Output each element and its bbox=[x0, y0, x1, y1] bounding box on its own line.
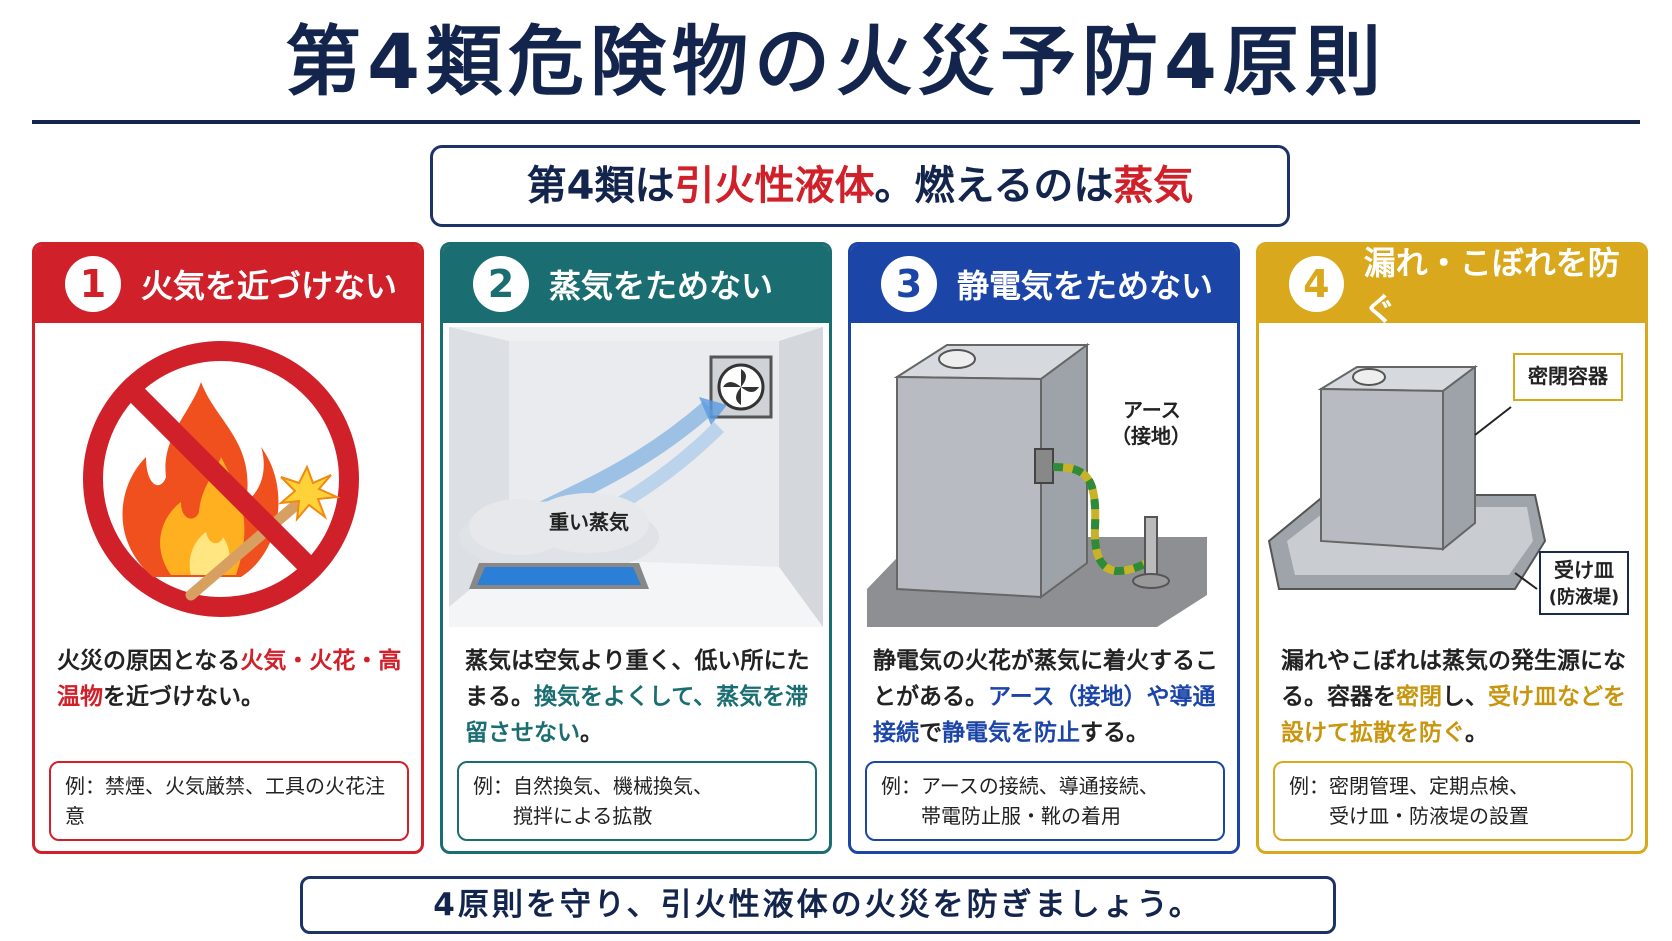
page-title: 第4類危険物の火災予防4原則 bbox=[285, 17, 1387, 106]
card-text-3-part-2: アース（接地）や導通接続 bbox=[873, 684, 1216, 746]
card-header-2: 2 蒸気をためない bbox=[443, 245, 829, 323]
subtitle-mid: 。燃えるのは bbox=[874, 163, 1114, 209]
card-text-3: 静電気の火花が蒸気に着火することがある。アース（接地）や導通接続で静電気を防止す… bbox=[873, 643, 1233, 751]
subtitle-pre: 第4類は bbox=[526, 163, 675, 209]
card-text-4-part-3: し、 bbox=[1442, 684, 1488, 710]
card-example-4: 例：密閉管理、定期点検、 受け皿・防液堤の設置 bbox=[1273, 761, 1633, 841]
card-text-4-part-1: 漏れやこぼれは蒸気の発生源になる。容器を bbox=[1281, 648, 1626, 710]
heavy-vapor-label: 重い蒸気 bbox=[549, 510, 629, 534]
grounded-can-icon: アース （接地） bbox=[867, 343, 1207, 627]
no-fire-sign-icon bbox=[83, 341, 359, 617]
tray-callout: 受け皿 (防液堤) bbox=[1539, 551, 1629, 615]
card-example-1: 例：禁煙、火気厳禁、工具の火花注意 bbox=[49, 761, 409, 841]
card-text-2: 蒸気は空気より重く、低い所にたまる。換気をよくして、蒸気を滞留させない。 bbox=[465, 643, 825, 751]
card-heading-2: 蒸気をためない bbox=[549, 267, 774, 305]
card-text-1: 火災の原因となる火気・火花・高温物を近づけない。 bbox=[57, 643, 417, 715]
card-text-4-part-4: 受け皿などを設けて拡散を防ぐ bbox=[1281, 684, 1626, 746]
footer-banner: 4原則を守り、引火性液体の火災を防ぎましょう。 bbox=[300, 876, 1336, 934]
card-text-3-part-1: 静電気の火花が蒸気に着火することがある。 bbox=[873, 648, 1218, 710]
card-text-2-part-2: 換気をよくして、蒸気を滞留させない bbox=[465, 684, 809, 746]
card-text-3-part-5: する。 bbox=[1080, 720, 1149, 746]
principle-card-4: 4 漏れ・こぼれを防ぐ 密閉容器 受け皿 (防液堤) 漏れやこぼれは蒸気の発生源… bbox=[1256, 242, 1648, 854]
card-text-4: 漏れやこぼれは蒸気の発生源になる。容器を密閉し、受け皿などを設けて拡散を防ぐ。 bbox=[1281, 643, 1641, 751]
card-number-2: 2 bbox=[473, 256, 529, 312]
subtitle-box: 第4類は引火性液体。燃えるのは蒸気 bbox=[430, 145, 1290, 227]
principle-card-2: 2 蒸気をためない 重い蒸気 蒸気は空気より重く、低い所にたまる。換気をよくして… bbox=[440, 242, 832, 854]
card-heading-3: 静電気をためない bbox=[957, 267, 1214, 305]
card-example-3: 例：アースの接続、導通接続、 帯電防止服・靴の着用 bbox=[865, 761, 1225, 841]
card-number-4: 4 bbox=[1289, 256, 1344, 312]
card-text-1-part-1: 火災の原因となる bbox=[57, 648, 241, 674]
card-number-3: 3 bbox=[881, 256, 937, 312]
card-text-2-part-3: 。 bbox=[580, 720, 603, 746]
card-example-2: 例：自然換気、機械換気、 撹拌による拡散 bbox=[457, 761, 817, 841]
card-text-1-part-3: を近づけない。 bbox=[103, 684, 264, 710]
card-text-3-part-3: で bbox=[919, 720, 942, 746]
tray-callout-line-2: (防液堤) bbox=[1548, 587, 1620, 608]
tray-callout-line-1: 受け皿 bbox=[1554, 558, 1614, 582]
card-header-1: 1 火気を近づけない bbox=[35, 245, 421, 323]
card-text-3-part-4: 静電気を防止 bbox=[942, 720, 1080, 746]
card-number-1: 1 bbox=[65, 256, 121, 312]
sealed-container-callout: 密閉容器 bbox=[1513, 353, 1623, 401]
card-header-4: 4 漏れ・こぼれを防ぐ bbox=[1259, 245, 1645, 328]
grounding-label: （接地） bbox=[1111, 424, 1191, 448]
ventilation-room-icon: 重い蒸気 bbox=[449, 327, 823, 627]
subtitle-highlight-1: 引火性液体 bbox=[674, 163, 875, 209]
principle-card-1: 1 火気を近づけない 火災の原因となる火気・火花・高温物を近づけない。 例：禁煙… bbox=[32, 242, 424, 854]
card-heading-1: 火気を近づけない bbox=[141, 267, 398, 305]
card-text-1-part-2: 火気・火花・高温物 bbox=[57, 648, 402, 710]
card-header-3: 3 静電気をためない bbox=[851, 245, 1237, 323]
earth-label: アース bbox=[1123, 398, 1181, 422]
card-text-2-part-1: 蒸気は空気より重く、低い所にたまる。 bbox=[465, 648, 810, 710]
card-text-4-part-5: 。 bbox=[1465, 720, 1488, 746]
sealed-can-tray-icon bbox=[1267, 365, 1547, 590]
card-heading-4: 漏れ・こぼれを防ぐ bbox=[1363, 244, 1620, 328]
subtitle-highlight-2: 蒸気 bbox=[1113, 163, 1194, 209]
title-divider bbox=[32, 120, 1640, 124]
principle-card-3: 3 静電気をためない アース （接地） 静電気の火花が蒸気に着火することがある。… bbox=[848, 242, 1240, 854]
card-text-4-part-2: 密閉 bbox=[1396, 684, 1442, 710]
